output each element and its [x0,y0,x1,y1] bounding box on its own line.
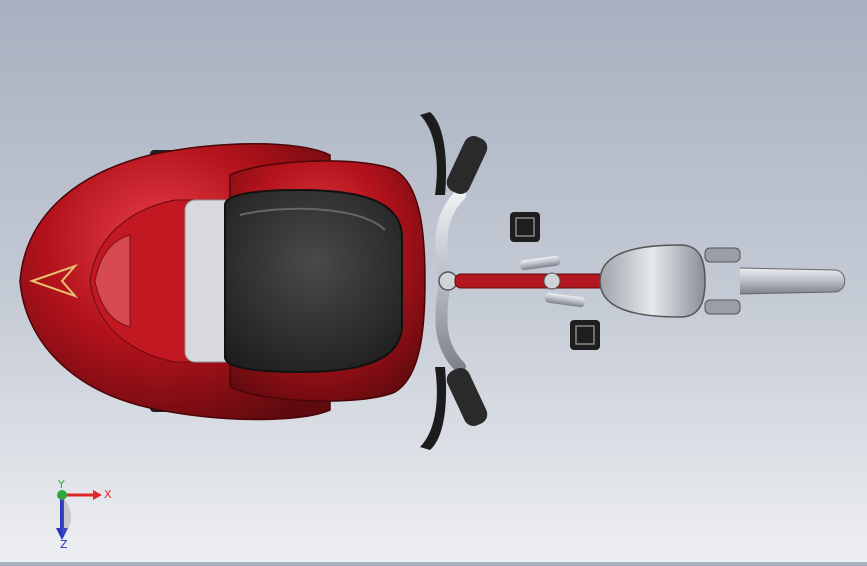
frame-tube [454,273,611,289]
seat [224,188,403,374]
axis-triad: X Y Z [56,478,112,551]
triad-x-label: X [104,488,112,501]
headlight [94,234,131,328]
logo-emblem [28,263,79,299]
brake-lever[interactable] [420,112,447,450]
saddle-springs [704,247,741,315]
saddle[interactable] [599,244,706,318]
headset [438,271,458,291]
triad-y-label: Y [57,478,65,491]
handlebar-grip[interactable] [443,133,490,430]
crank[interactable] [519,255,585,308]
pedal[interactable] [510,212,600,350]
rear-rail [739,267,846,295]
seat-highlight [239,207,386,231]
triad-z-label: Z [60,538,68,551]
